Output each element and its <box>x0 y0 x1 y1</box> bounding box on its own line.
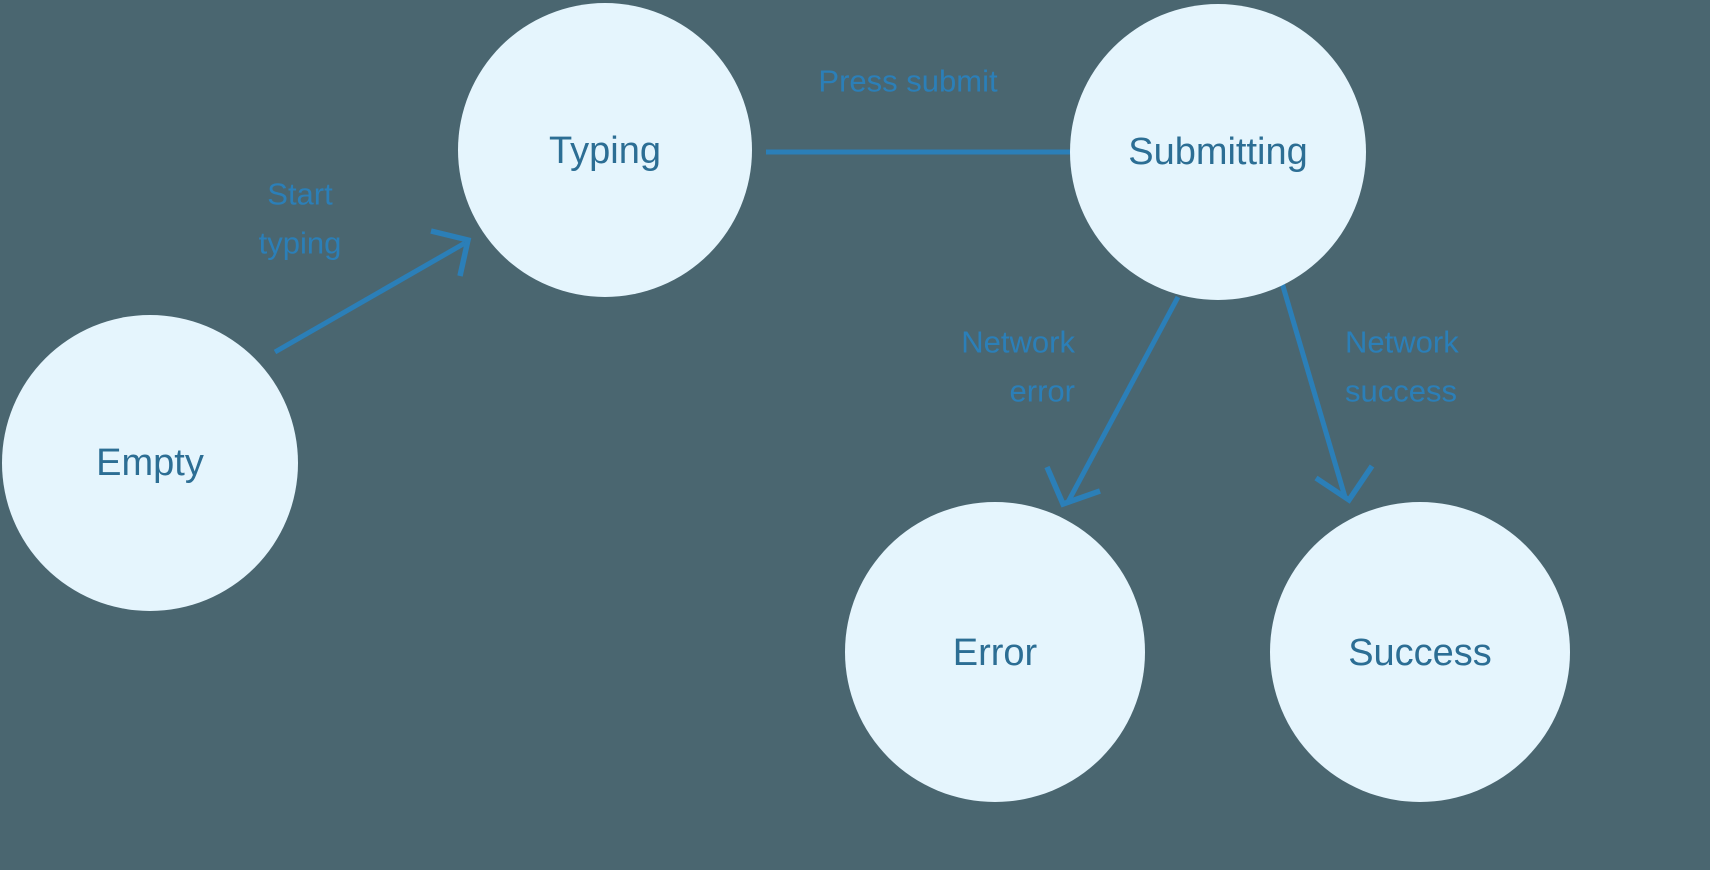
node-error-circle <box>845 502 1145 802</box>
node-empty[interactable]: Empty <box>2 315 298 611</box>
edge-submitting-to-error-label-line1: Network <box>961 325 1075 360</box>
node-typing[interactable]: Typing <box>458 3 752 297</box>
edge-empty-to-typing-arrowhead <box>430 228 472 277</box>
edge-submitting-to-error-label-line2: error <box>1010 374 1075 409</box>
edge-submitting-to-success-line <box>1277 275 1348 498</box>
edge-typing-to-submitting[interactable]: Press submit <box>766 64 1148 185</box>
edge-submitting-to-success-label-line2: success <box>1345 374 1457 409</box>
edge-empty-to-typing-label-line1: Start <box>267 177 333 212</box>
edge-empty-to-typing[interactable]: Start typing <box>259 177 472 355</box>
node-empty-circle <box>2 315 298 611</box>
node-error[interactable]: Error <box>845 502 1145 802</box>
edge-submitting-to-error[interactable]: Network error <box>961 295 1181 508</box>
node-typing-label: Typing <box>549 130 661 172</box>
edge-submitting-to-success-label-line1: Network <box>1345 325 1459 360</box>
edge-submitting-to-error-line <box>1065 295 1181 504</box>
edge-submitting-to-success-arrowhead <box>1314 464 1375 504</box>
edge-empty-to-typing-label-line2: typing <box>259 226 342 261</box>
edge-submitting-to-error-arrowhead <box>1044 465 1101 508</box>
node-empty-label: Empty <box>96 442 204 484</box>
node-typing-circle <box>458 3 752 297</box>
node-submitting-circle <box>1070 4 1366 300</box>
edge-submitting-to-success[interactable]: Network success <box>1277 275 1459 504</box>
node-success[interactable]: Success <box>1270 502 1570 802</box>
edge-typing-to-submitting-label: Press submit <box>818 64 998 99</box>
node-success-circle <box>1270 502 1570 802</box>
node-submitting-label: Submitting <box>1128 131 1308 173</box>
node-submitting[interactable]: Submitting <box>1070 4 1366 300</box>
node-success-label: Success <box>1348 632 1492 674</box>
node-error-label: Error <box>953 632 1038 674</box>
edge-empty-to-typing-line <box>273 240 467 355</box>
